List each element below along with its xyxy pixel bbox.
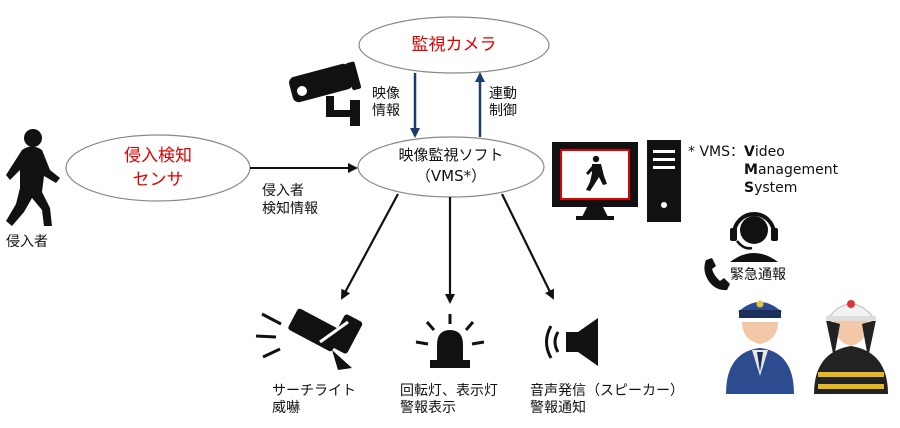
rotating-light-label: 回転灯、表示灯 警報表示 [400, 383, 498, 417]
vms-footnote-line1: * VMS：Video [688, 143, 838, 161]
camera-label: 監視カメラ [411, 35, 497, 55]
vms-to-searchlight-arrow [341, 193, 399, 300]
firefighter-icon [814, 300, 888, 394]
sensor-label: 侵入検知 センサ [66, 144, 250, 192]
intruder-info-line1: 侵入者 [262, 183, 304, 199]
pc-tower-icon [647, 140, 681, 222]
searchlight-line1: サーチライト [272, 383, 356, 399]
intruder-icon [6, 129, 60, 226]
rotating-light-line1: 回転灯、表示灯 [400, 383, 498, 399]
camera-node [358, 16, 550, 74]
vms-footnote-line2: Management [688, 161, 838, 179]
sensor-label-line1: 侵入検知 [124, 146, 192, 166]
speaker-line2: 警報通知 [530, 400, 586, 416]
intruder-info-line2: 検知情報 [262, 201, 318, 217]
link-control-label: 連動 制御 [489, 86, 517, 120]
intruder-info-label: 侵入者 検知情報 [262, 182, 318, 218]
vms-footnote-ystem: ystem [754, 180, 798, 196]
rotating-light-icon [415, 314, 485, 368]
vms-footnote-s: S [744, 180, 755, 196]
phone-icon [704, 258, 730, 291]
vms-label: 映像監視ソフト （VMS*） [358, 145, 544, 187]
surveillance-camera-icon [289, 61, 362, 126]
sensor-label-line2: センサ [132, 170, 184, 190]
police-officer-icon [726, 300, 794, 394]
vms-label-line1: 映像監視ソフト [398, 146, 504, 164]
speaker-label: 音声発信（スピーカー） 警報通知 [530, 383, 684, 417]
speaker-icon [545, 318, 598, 366]
searchlight-label: サーチライト 威嚇 [272, 383, 356, 417]
vms-footnote-anagement: anagement [757, 162, 839, 178]
operator-headset-icon [730, 212, 778, 262]
rotating-light-line2: 警報表示 [400, 400, 456, 416]
vms-footnote-ideo: ideo [754, 144, 785, 160]
vms-footnote: * VMS：Video Management System [688, 143, 838, 197]
vms-label-line2: （VMS*） [415, 167, 487, 185]
searchlight-icon [255, 308, 363, 370]
vms-footnote-v: V [744, 144, 755, 160]
video-info-line2: 情報 [372, 103, 400, 119]
link-control-line1: 連動 [489, 86, 517, 102]
emergency-label: 緊急通報 [730, 267, 786, 283]
intruder-label: 侵入者 [6, 234, 48, 250]
monitor-icon [552, 142, 638, 220]
vms-footnote-m: M [744, 162, 758, 178]
vms-to-speaker-arrow [501, 193, 554, 300]
video-info-line1: 映像 [372, 86, 400, 102]
link-control-line2: 制御 [489, 103, 517, 119]
searchlight-line2: 威嚇 [272, 400, 300, 416]
video-info-label: 映像 情報 [372, 86, 400, 120]
vms-footnote-prefix: * VMS： [688, 144, 744, 160]
speaker-line1: 音声発信（スピーカー） [530, 383, 684, 399]
vms-footnote-line3: System [688, 179, 838, 197]
